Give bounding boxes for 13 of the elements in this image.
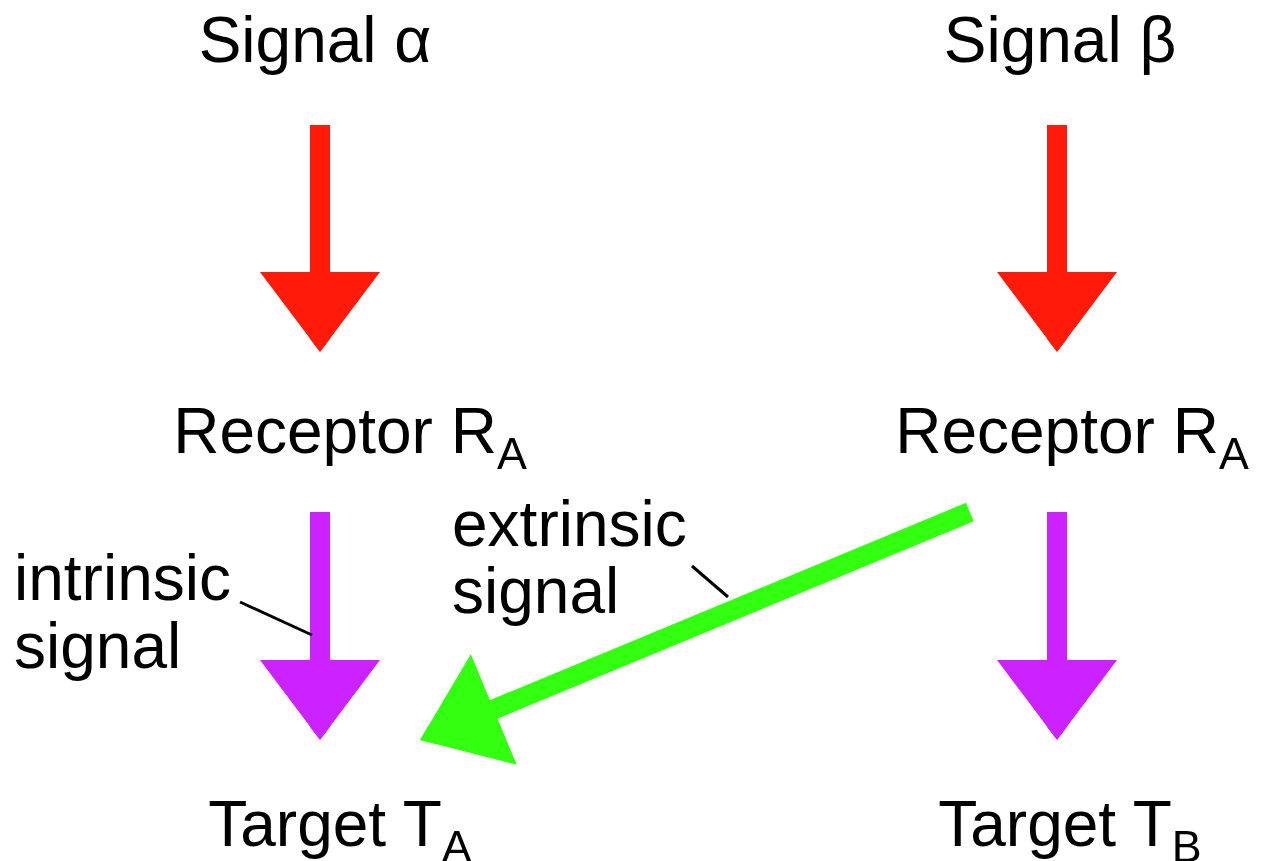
label-text: Signal β bbox=[943, 5, 1177, 77]
arrow bbox=[997, 512, 1117, 740]
label-text: extrinsic signal bbox=[452, 490, 688, 626]
arrow bbox=[420, 502, 974, 765]
arrow bbox=[260, 125, 380, 352]
label-text: Signal α bbox=[198, 5, 432, 77]
arrow bbox=[997, 125, 1117, 352]
leader-line bbox=[691, 564, 729, 599]
label-text: Receptor R$_{A}$ bbox=[895, 396, 1249, 468]
label-text: intrinsic signal bbox=[14, 545, 232, 680]
label-text: Receptor R$_{A}$ bbox=[173, 396, 527, 468]
arrow bbox=[260, 512, 380, 740]
leader-line bbox=[239, 600, 313, 637]
